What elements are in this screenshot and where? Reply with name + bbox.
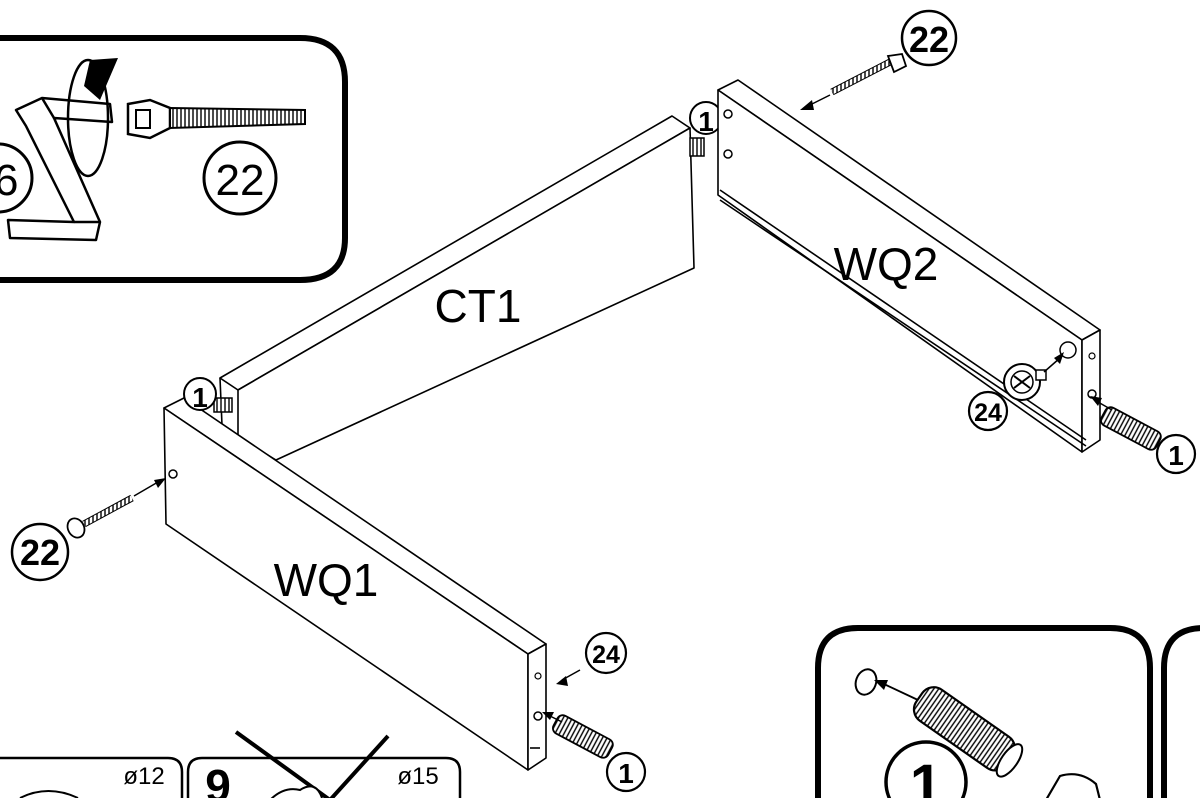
callout-cam-wq2-number: 24 — [974, 399, 1002, 427]
drill-size-right-label: ø15 — [397, 763, 438, 790]
callout-dowel-top-number: 1 — [698, 106, 714, 137]
partial-detail-panel-right — [1161, 625, 1200, 798]
arrow-dowel-wq2 — [1097, 401, 1113, 411]
arrow-screw-left — [133, 481, 159, 497]
arrowhead-screw-top — [800, 100, 814, 110]
hole-wq2-edge-top — [1088, 352, 1096, 360]
cam-hole-wq2 — [1059, 341, 1077, 359]
rotation-arrowhead-icon — [84, 58, 118, 100]
callout-screw-top-number: 22 — [909, 19, 949, 60]
drill-size-panel-right — [186, 730, 462, 798]
cross-line-b — [329, 734, 390, 798]
panel-wq1 — [163, 397, 547, 771]
dowel-detail-number: 1 — [910, 753, 942, 798]
arrowhead-dowel-wq1 — [542, 712, 554, 720]
drill-size-left-label: ø12 — [123, 763, 164, 790]
hole-wq2-top — [723, 109, 733, 119]
arrowhead-cam-wq1 — [556, 676, 568, 686]
hole-wq1-side — [168, 469, 178, 479]
callout-screw-left-number: 22 — [20, 532, 60, 573]
screw-left-icon — [66, 494, 134, 539]
callout-circle-cam-wq1 — [584, 631, 628, 675]
hole-wq2-mid — [723, 149, 733, 159]
hole-wq1-edge-bottom — [533, 711, 543, 721]
arrowhead-dowel-wq2 — [1090, 396, 1102, 406]
hole-wq1-edge-top — [534, 672, 542, 680]
prohibited-digit: 9 — [205, 760, 231, 798]
panel-wq2 — [717, 79, 1101, 453]
dowel-wq2-icon — [1100, 406, 1162, 451]
callout-dowel-right-number: 1 — [1168, 440, 1184, 471]
hex-key-detail-panel: 6 22 — [0, 35, 348, 283]
callout-circle-dowel-left — [183, 377, 217, 411]
callout-circle-hex-key — [0, 142, 34, 214]
arrow-dowel-wq1 — [549, 715, 563, 723]
callout-circle-cam-wq2 — [967, 390, 1009, 432]
callout-dowel-left-number: 1 — [192, 382, 208, 413]
drill-size-panel-left — [0, 756, 184, 798]
arrowhead-screw-left — [154, 478, 166, 488]
arrowhead-cam-wq2 — [1054, 352, 1064, 364]
dowel-detail-panel — [815, 625, 1153, 798]
callout-circle-screw-left — [10, 522, 70, 582]
dowel-wq1-icon — [552, 714, 614, 759]
callout-screw-detail-number: 22 — [216, 156, 265, 205]
dowel-detail-icon — [912, 686, 1024, 778]
dowel-ct1-right-icon — [689, 137, 705, 157]
callout-dowel-bottom-number: 1 — [618, 758, 634, 789]
callout-cam-wq1-number: 24 — [592, 641, 620, 669]
part-label-ct1: CT1 — [435, 280, 522, 332]
rotation-arrow-icon — [66, 58, 110, 178]
screw-top-icon — [830, 53, 908, 96]
confirmat-screw-icon — [126, 98, 306, 140]
callout-circle-screw-top — [900, 9, 958, 67]
dowel-ct1-left-icon — [213, 397, 233, 413]
part-label-wq1: WQ1 — [274, 554, 379, 606]
hex-key-icon — [6, 96, 114, 242]
callout-hex-key-number: 6 — [0, 156, 18, 205]
callout-circle-screw-detail — [202, 140, 278, 216]
cam-lock-wq2-icon — [1003, 363, 1047, 401]
part-label-wq2: WQ2 — [834, 238, 939, 290]
callout-circle-dowel-right — [1155, 433, 1197, 475]
callout-circle-dowel-bottom — [605, 751, 647, 793]
panel-ct1 — [219, 115, 695, 461]
